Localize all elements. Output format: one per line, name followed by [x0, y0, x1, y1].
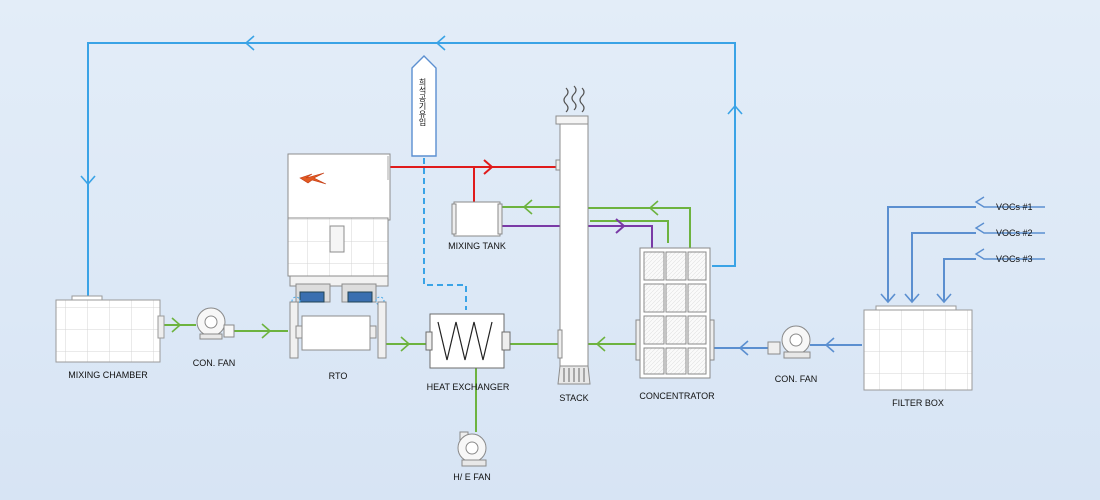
- con-fan-left-label: CON. FAN: [192, 358, 236, 368]
- mixing-chamber: [55, 295, 165, 363]
- purple-flow-line: [502, 218, 653, 248]
- mixing-chamber-label: MIXING CHAMBER: [68, 370, 148, 380]
- voc-3-label: VOCs #3: [996, 254, 1033, 264]
- burner-flame-icon: [299, 172, 327, 185]
- heat-exchanger: [425, 313, 511, 369]
- voc-1-label: VOCs #1: [996, 202, 1033, 212]
- filter-box-label: FILTER BOX: [892, 398, 944, 408]
- voc-2-label: VOCs #2: [996, 228, 1033, 238]
- con-fan-right: [767, 325, 811, 359]
- rto-unit: [287, 153, 391, 359]
- filter-box: [863, 305, 973, 391]
- he-fan-label: H/ E FAN: [453, 472, 491, 482]
- smoke-icon: [563, 85, 585, 113]
- mixing-tank-label: MIXING TANK: [448, 241, 506, 251]
- steel-blue-lines: [714, 196, 1045, 349]
- he-fan: [457, 431, 487, 467]
- stack-label: STACK: [559, 393, 589, 403]
- dilution-air-inlet: [411, 55, 437, 157]
- concentrator: [635, 247, 715, 379]
- con-fan-right-label: CON. FAN: [774, 374, 818, 384]
- con-fan-left: [196, 307, 235, 340]
- rto-label: RTO: [328, 371, 348, 381]
- steel-blue-arrows: [738, 293, 952, 356]
- heat-exchanger-label: HEAT EXCHANGER: [426, 382, 510, 392]
- blue-recirculation-line: [87, 42, 736, 296]
- green-flow-lines: [164, 206, 691, 432]
- concentrator-label: CONCENTRATOR: [639, 391, 715, 401]
- stack: [555, 85, 591, 385]
- dilution-air-label: 희석공기유입: [418, 78, 427, 126]
- red-hot-gas-line: [390, 159, 560, 202]
- dilution-air-dashed-line: [423, 158, 467, 310]
- blue-arrows: [80, 35, 743, 186]
- mixing-tank: [451, 201, 503, 237]
- green-arrows: [171, 199, 659, 352]
